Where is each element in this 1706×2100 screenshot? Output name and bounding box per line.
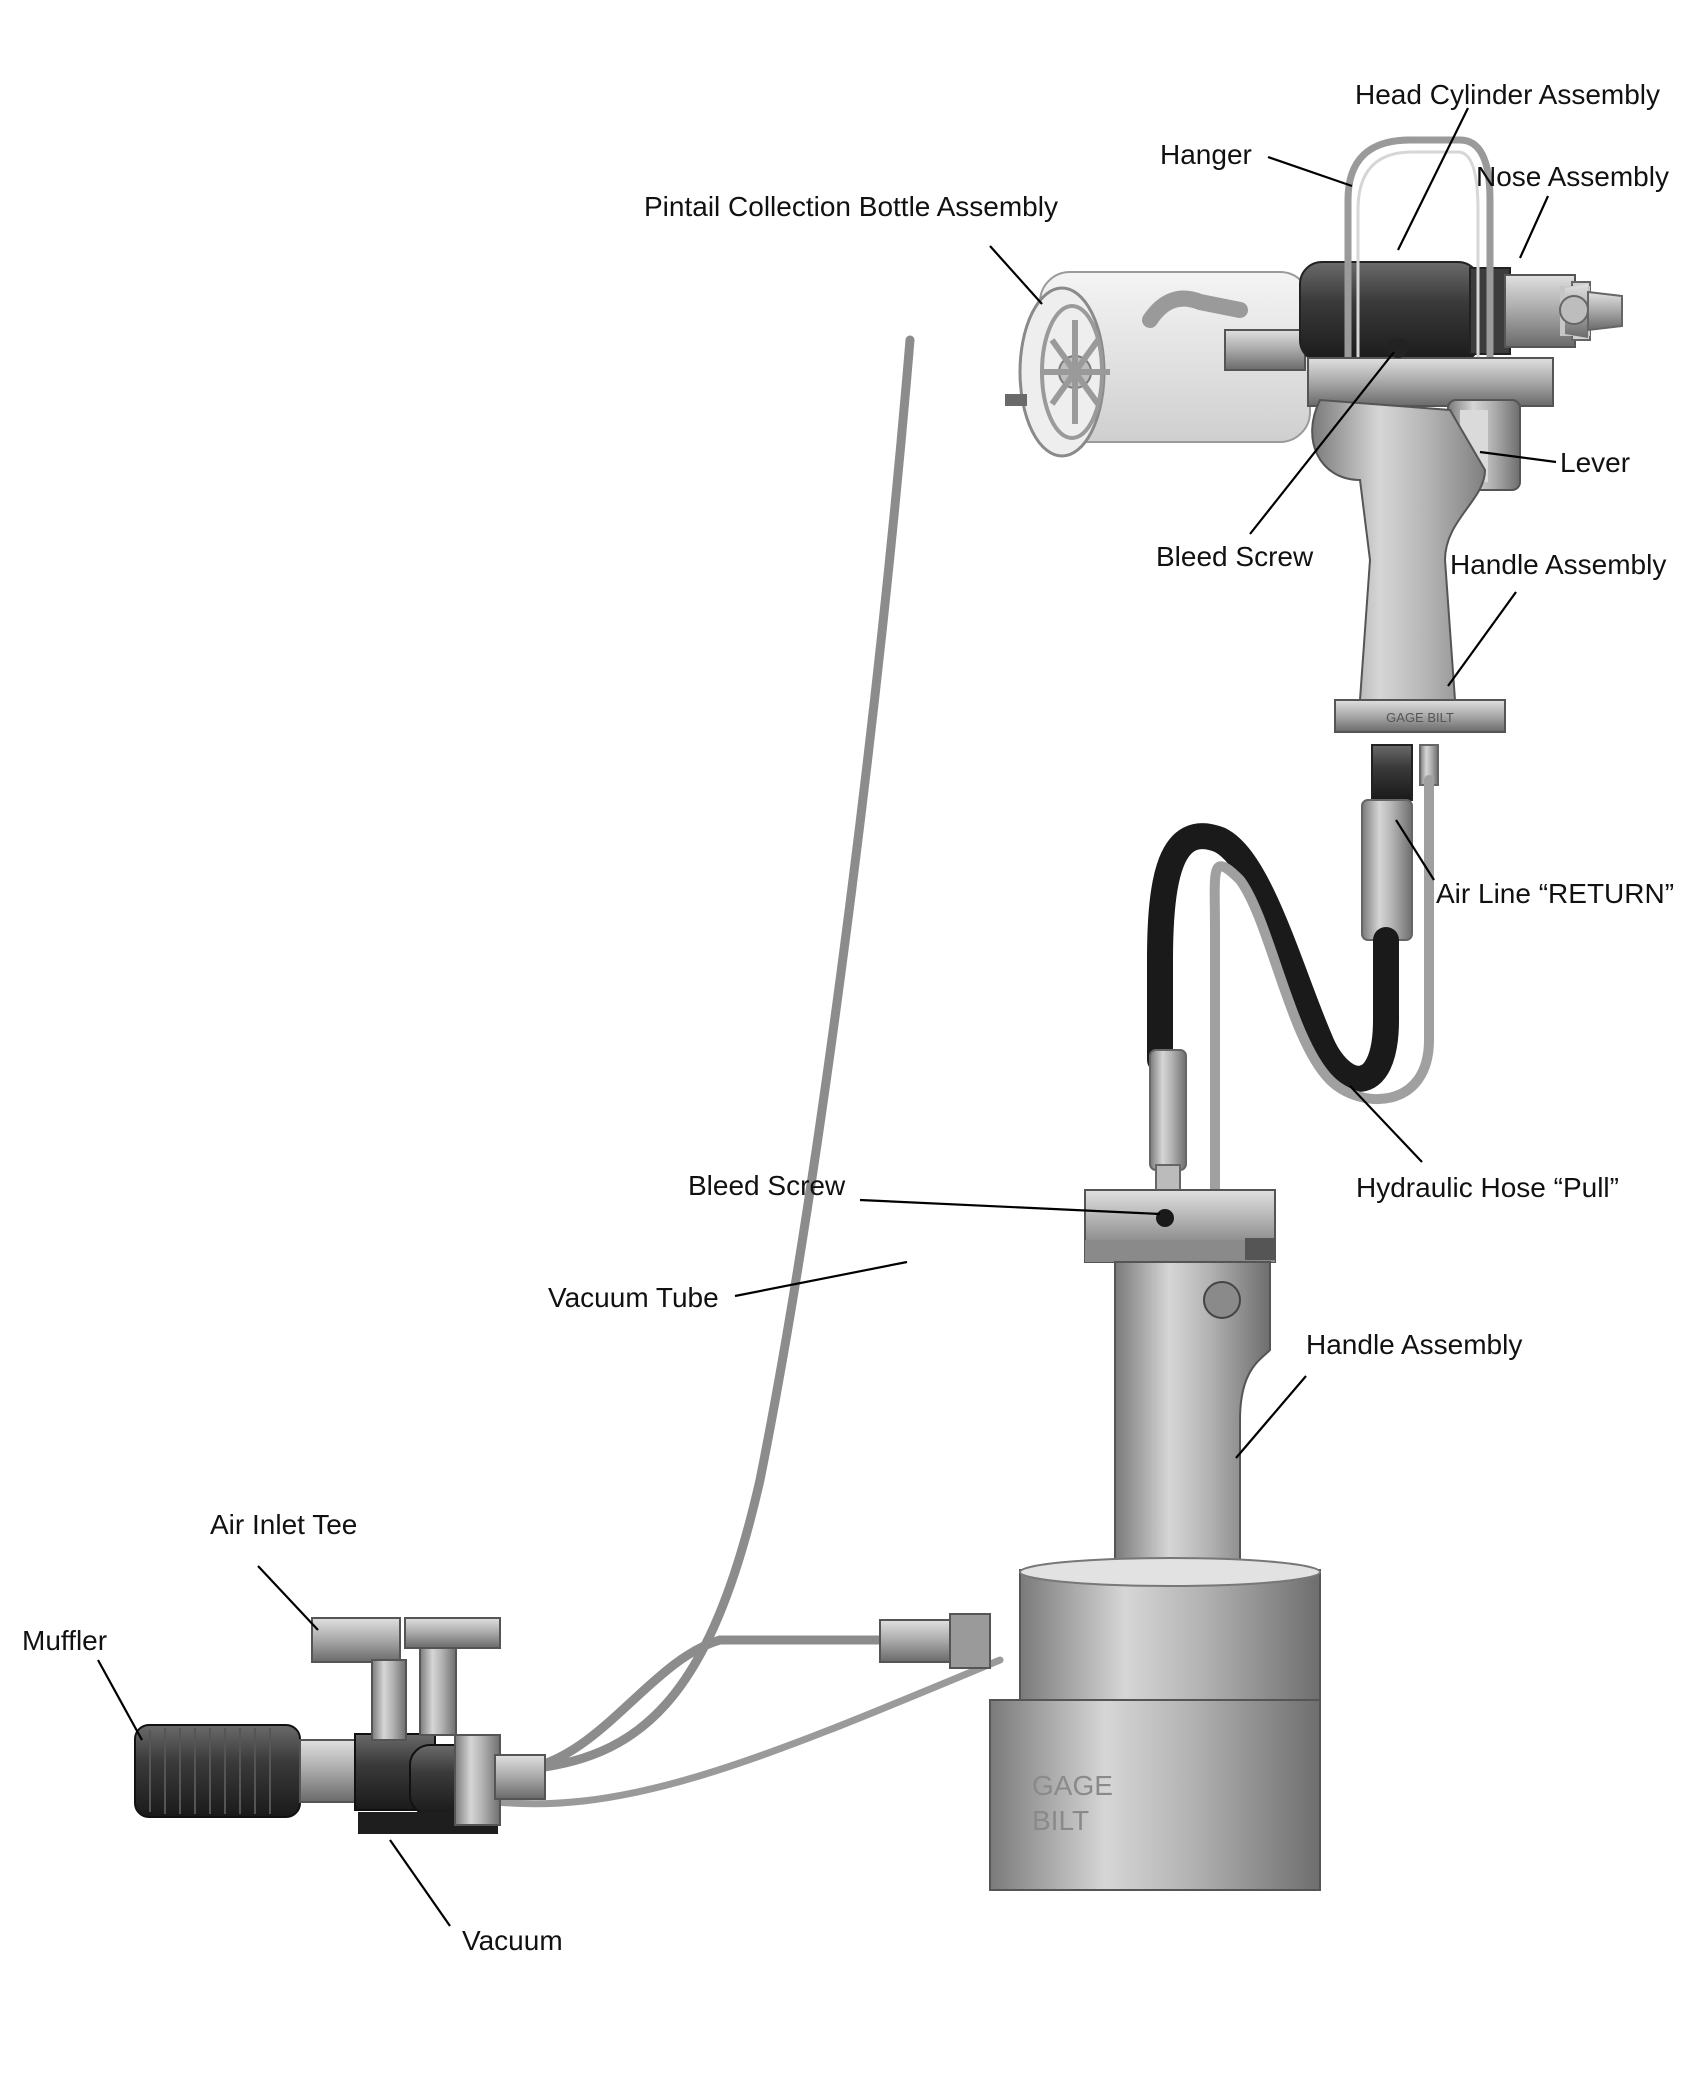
label-lever: Lever <box>1560 447 1630 478</box>
svg-text:BILT: BILT <box>1032 1805 1089 1836</box>
exhaust-tube <box>476 1656 1004 1808</box>
label-pintail-collection-bottle-assembly: Pintail Collection Bottle Assembly <box>644 191 1058 222</box>
hanger <box>1344 136 1494 370</box>
vacuum-unit <box>134 1617 546 1834</box>
label-vacuum: Vacuum <box>462 1925 563 1956</box>
pintail-collection-bottle <box>1005 271 1311 458</box>
grip-engraving: GAGE BILT <box>1386 710 1454 725</box>
air-line-return-fitting <box>1361 799 1413 941</box>
label-muffler: Muffler <box>22 1625 107 1656</box>
label-air-line-return: Air Line “RETURN” <box>1436 878 1674 909</box>
label-handle-assembly-top: Handle Assembly <box>1450 549 1666 580</box>
power-unit: GAGE BILT <box>879 1189 1321 1891</box>
label-nose-assembly: Nose Assembly <box>1476 161 1669 192</box>
label-air-inlet-tee: Air Inlet Tee <box>210 1509 357 1540</box>
muffler-part <box>134 1724 301 1818</box>
label-vacuum-tube: Vacuum Tube <box>548 1282 719 1313</box>
leader-lines <box>97 107 1557 1927</box>
hydraulic-hose-pull <box>1147 823 1399 1092</box>
power-unit-engraving: GAGE <box>1032 1770 1113 1801</box>
grip-fitting <box>1371 744 1413 801</box>
nose-assembly-part <box>1504 274 1623 348</box>
bleed-screw-lower-part <box>1156 1209 1174 1227</box>
air-line-return-tube <box>1209 775 1434 1195</box>
label-bleed-screw-top: Bleed Screw <box>1156 541 1314 572</box>
vacuum-tube <box>515 335 915 1775</box>
air-inlet-tee-part <box>311 1617 501 1741</box>
label-handle-assembly-lower: Handle Assembly <box>1306 1329 1522 1360</box>
label-head-cylinder-assembly: Head Cylinder Assembly <box>1355 79 1660 110</box>
label-hanger: Hanger <box>1160 139 1252 170</box>
label-bleed-screw-lower: Bleed Screw <box>688 1170 846 1201</box>
label-hydraulic-hose-pull: Hydraulic Hose “Pull” <box>1356 1172 1619 1203</box>
vacuum-supply-tube <box>515 1635 895 1775</box>
